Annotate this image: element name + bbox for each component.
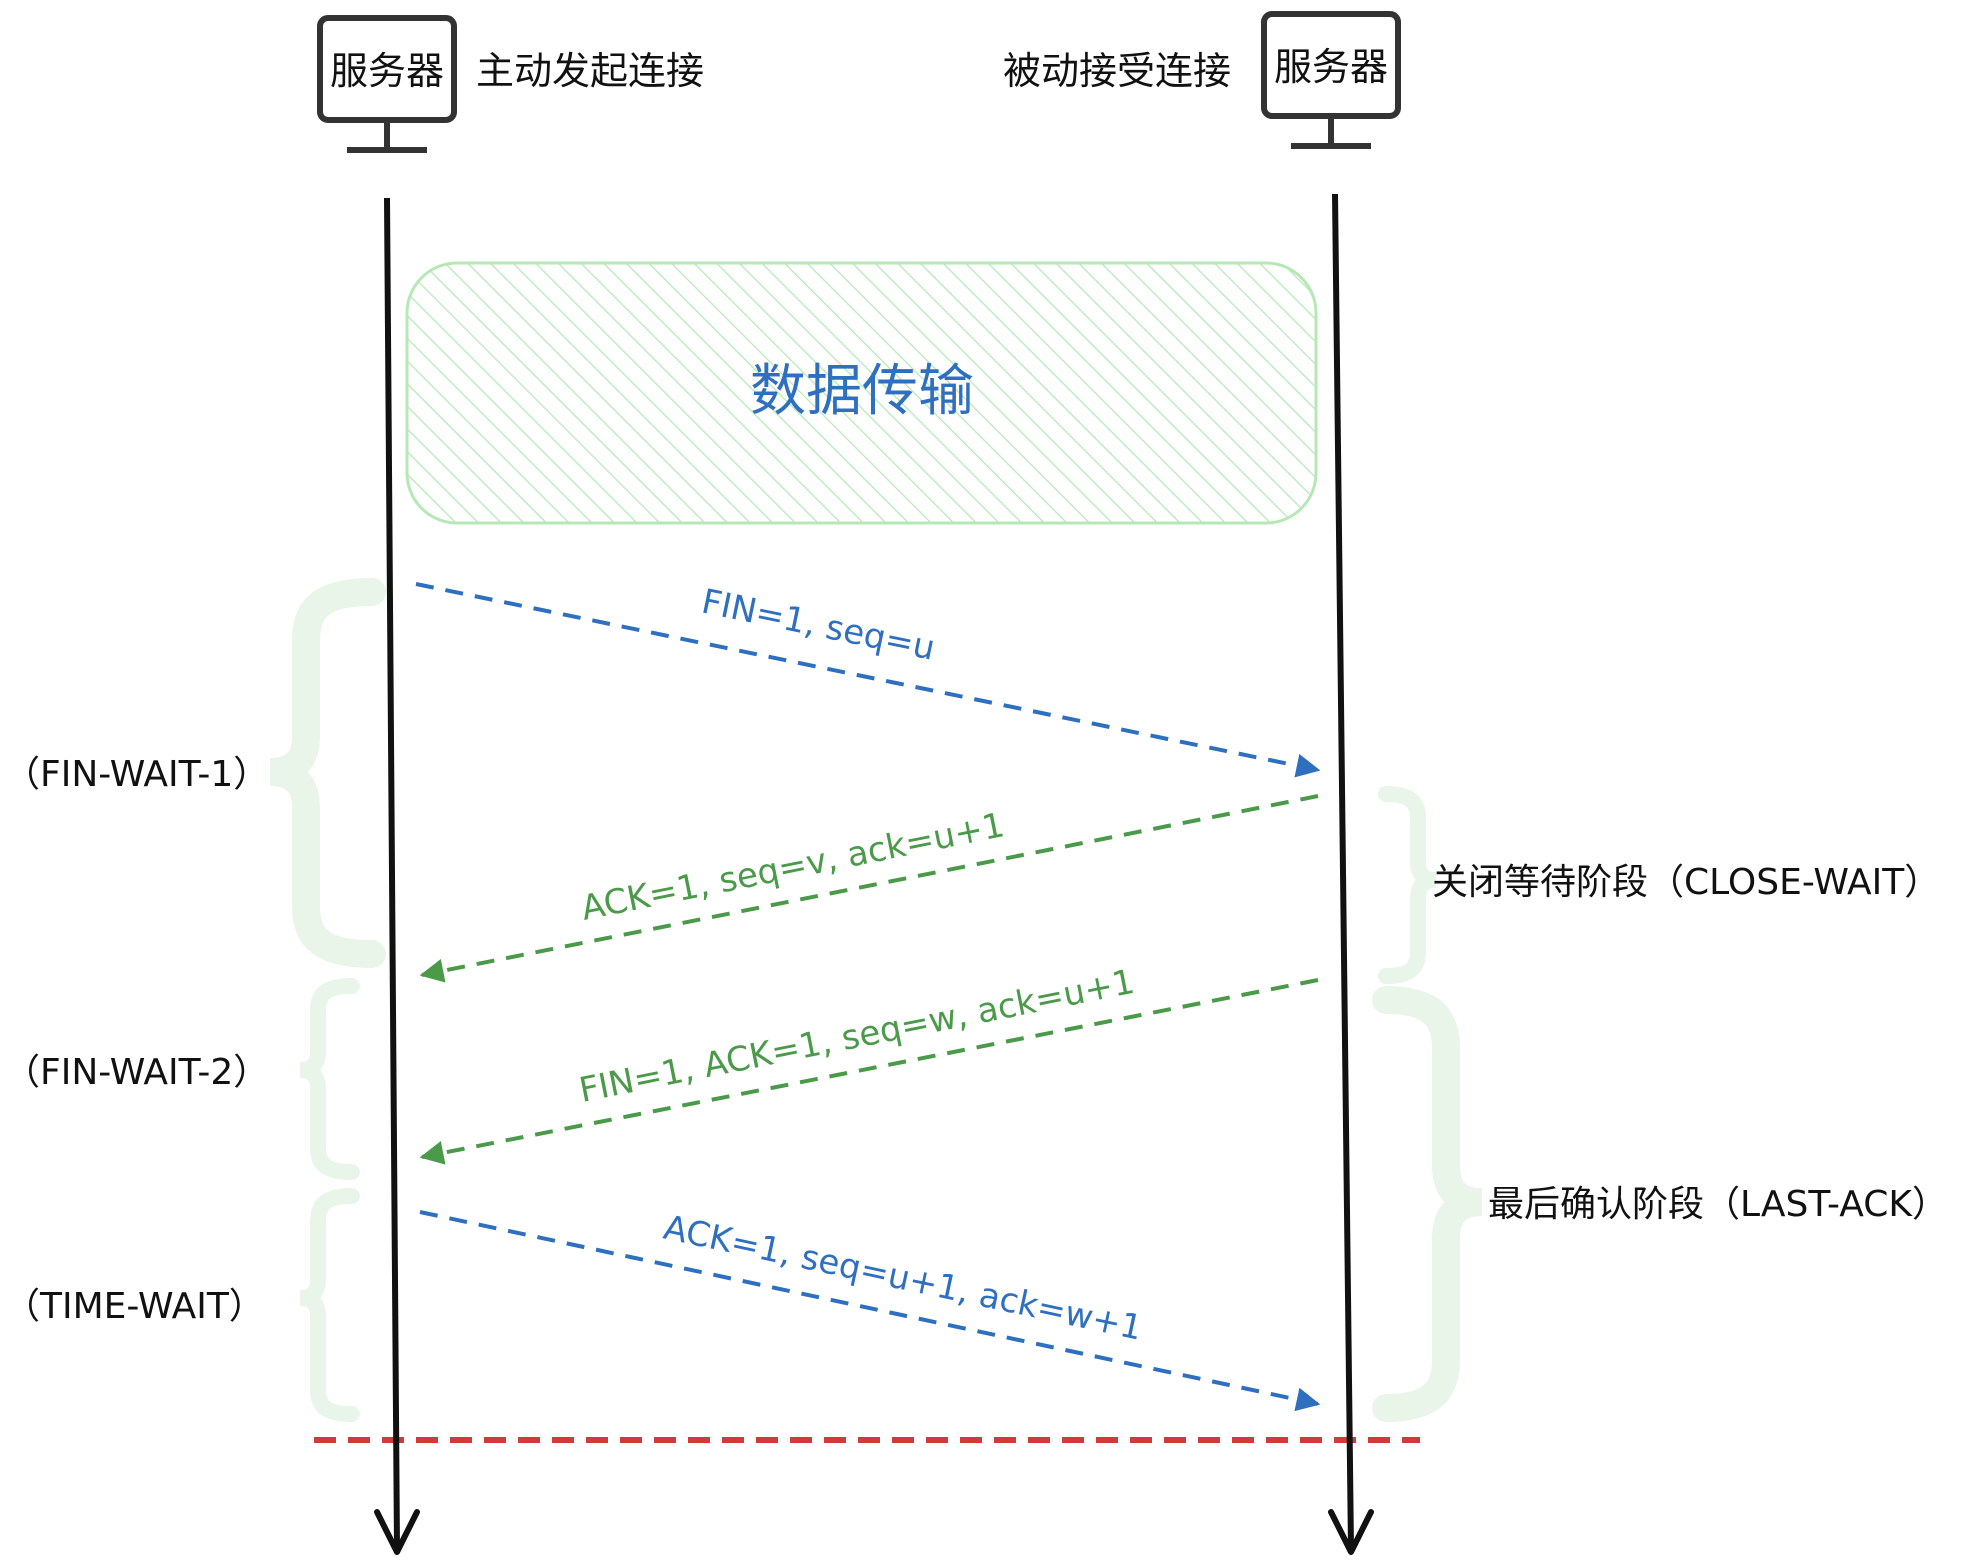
- data-transfer-label: 数据传输: [750, 359, 974, 424]
- state-time-wait: （TIME-WAIT）: [4, 1286, 265, 1327]
- message-fin-label: FIN=1, seq=u: [698, 582, 938, 669]
- left-state-braces: [269, 578, 386, 1422]
- message-fin: FIN=1, seq=u: [415, 582, 1321, 778]
- right-host-role: 被动接受连接: [1003, 49, 1231, 93]
- data-transfer-block: 数据传输: [405, 261, 1318, 525]
- message-ack: ACK=1, seq=v, ack=u+1: [419, 794, 1319, 983]
- brace-last-ack: [1372, 986, 1483, 1422]
- state-last-ack: 最后确认阶段（LAST-ACK）: [1488, 1184, 1948, 1225]
- brace-fin-wait-2: [299, 978, 360, 1180]
- monitor-icon: [317, 15, 457, 153]
- message-final-ack-label: ACK=1, seq=u+1, ack=w+1: [660, 1208, 1146, 1349]
- right-host-label: 服务器: [1274, 45, 1388, 89]
- left-host-label: 服务器: [330, 49, 444, 93]
- brace-fin-wait-1: [269, 578, 386, 968]
- message-final-ack: ACK=1, seq=u+1, ack=w+1: [419, 1208, 1321, 1412]
- left-host-role: 主动发起连接: [476, 49, 704, 93]
- message-fin-ack: FIN=1, ACK=1, seq=w, ack=u+1: [419, 962, 1319, 1165]
- brace-close-wait: [1378, 786, 1437, 984]
- right-host: 服务器 被动接受连接: [1003, 11, 1401, 149]
- right-state-braces: [1372, 786, 1483, 1422]
- state-fin-wait-1: （FIN-WAIT-1）: [4, 754, 269, 795]
- brace-time-wait: [299, 1188, 360, 1422]
- monitor-icon: [1261, 11, 1401, 149]
- message-ack-label: ACK=1, seq=v, ack=u+1: [578, 805, 1008, 929]
- message-fin-ack-label: FIN=1, ACK=1, seq=w, ack=u+1: [576, 962, 1138, 1111]
- left-lifeline: [374, 197, 420, 1555]
- right-lifeline: [1328, 193, 1374, 1555]
- left-host: 服务器 主动发起连接: [317, 15, 704, 153]
- state-close-wait: 关闭等待阶段（CLOSE-WAIT）: [1432, 862, 1940, 903]
- state-fin-wait-2: （FIN-WAIT-2）: [4, 1052, 269, 1093]
